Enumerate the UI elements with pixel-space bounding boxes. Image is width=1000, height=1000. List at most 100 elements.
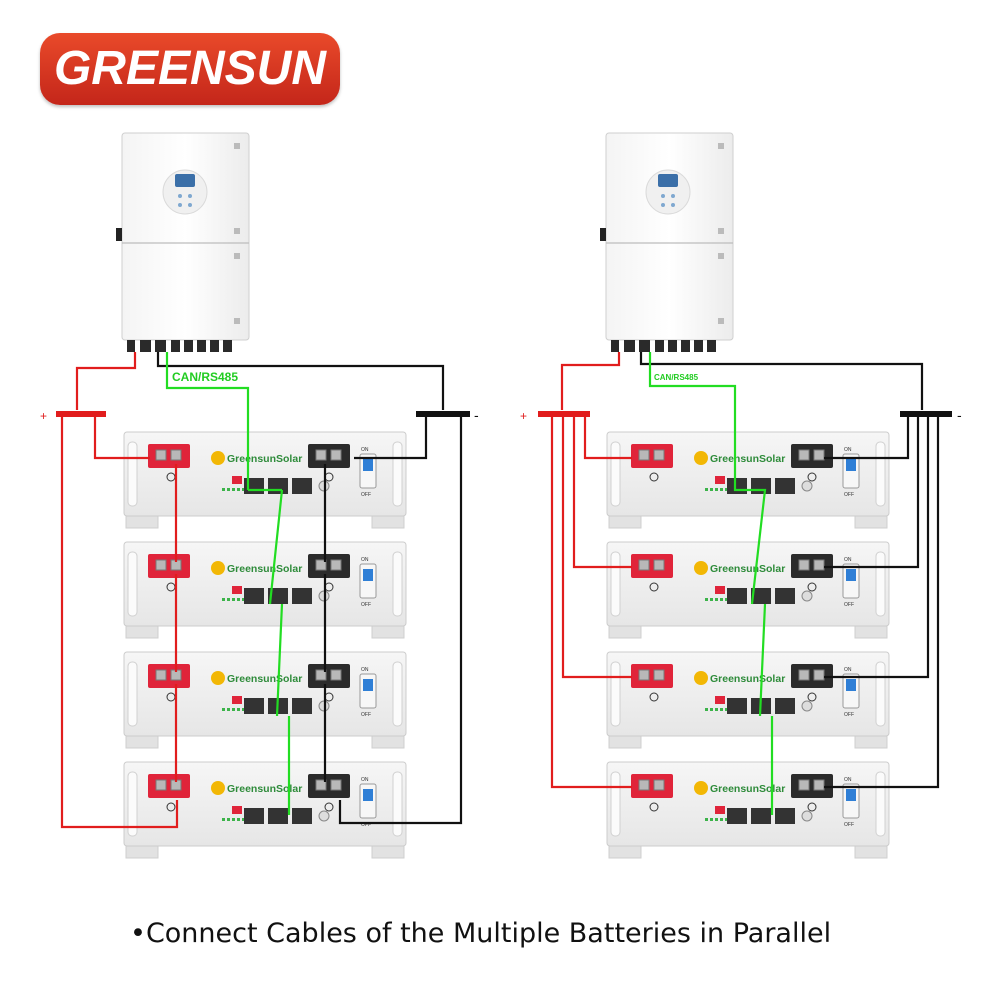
left-port bbox=[268, 808, 288, 824]
left-inverter bbox=[116, 132, 250, 352]
caption: •Connect Cables of the Multiple Batterie… bbox=[130, 918, 930, 949]
right-port bbox=[727, 478, 747, 494]
right-breaker-switch: ON OFF bbox=[842, 557, 860, 608]
right-negative-terminal bbox=[791, 444, 833, 482]
left-module-brand: GreensunSolar bbox=[227, 563, 302, 575]
left-comm-label: CAN/RS485 bbox=[172, 370, 238, 384]
right-module-brand: GreensunSolar bbox=[710, 563, 785, 575]
left-breaker-off-label: OFF bbox=[361, 602, 371, 608]
right-port bbox=[775, 698, 795, 714]
right-battery-stack: GreensunSolarONOFFGreensunSolarONOFFGree… bbox=[606, 431, 890, 859]
right-negative-terminal bbox=[791, 664, 833, 702]
left-breaker-off-label: OFF bbox=[361, 822, 371, 828]
right-inverter-glands bbox=[611, 340, 716, 352]
left-sun-logo-icon bbox=[211, 561, 225, 575]
left-negative-label: - bbox=[474, 407, 479, 423]
right-module-brand: GreensunSolar bbox=[710, 453, 785, 465]
right-negative-terminal bbox=[791, 554, 833, 592]
left-port bbox=[292, 478, 312, 494]
left-inverter-glands bbox=[127, 340, 232, 352]
left-positive-terminal bbox=[148, 664, 190, 702]
right-breaker-on-label: ON bbox=[844, 777, 852, 783]
left-breaker-on-label: ON bbox=[361, 667, 369, 673]
right-battery-module: GreensunSolar ON OFF bbox=[606, 651, 890, 749]
left-positive-label: + bbox=[40, 409, 47, 423]
right-port bbox=[727, 698, 747, 714]
left-breaker-on-label: ON bbox=[361, 557, 369, 563]
greensun-logo: GREENSUN bbox=[40, 33, 340, 105]
right-battery-module: GreensunSolar ON OFF bbox=[606, 541, 890, 639]
left-positive-terminal bbox=[148, 444, 190, 482]
left-breaker-on-label: ON bbox=[361, 447, 369, 453]
left-port bbox=[244, 588, 264, 604]
left-sun-logo-icon bbox=[211, 781, 225, 795]
left-breaker-off-label: OFF bbox=[361, 492, 371, 498]
left-port bbox=[244, 808, 264, 824]
right-port bbox=[775, 478, 795, 494]
right-port bbox=[775, 808, 795, 824]
left-breaker-off-label: OFF bbox=[361, 712, 371, 718]
caption-bullet: • bbox=[130, 918, 146, 949]
right-cables bbox=[538, 352, 952, 815]
left-port bbox=[292, 808, 312, 824]
left-port bbox=[244, 698, 264, 714]
left-breaker-on-label: ON bbox=[361, 777, 369, 783]
right-sun-logo-icon bbox=[694, 451, 708, 465]
right-breaker-on-label: ON bbox=[844, 447, 852, 453]
right-module-brand: GreensunSolar bbox=[710, 673, 785, 685]
right-port bbox=[751, 588, 771, 604]
caption-text: Connect Cables of the Multiple Batteries… bbox=[145, 918, 832, 949]
right-breaker-off-label: OFF bbox=[844, 492, 854, 498]
left-module-brand: GreensunSolar bbox=[227, 453, 302, 465]
left-negative-terminal bbox=[308, 444, 350, 482]
right-positive-terminal bbox=[631, 664, 673, 702]
left-port bbox=[292, 588, 312, 604]
right-sun-logo-icon bbox=[694, 561, 708, 575]
left-battery-stack: GreensunSolarONOFFGreensunSolarONOFFGree… bbox=[123, 431, 407, 859]
left-port bbox=[292, 698, 312, 714]
right-sun-logo-icon bbox=[694, 671, 708, 685]
left-negative-terminal bbox=[308, 774, 350, 812]
right-breaker-switch: ON OFF bbox=[842, 447, 860, 498]
left-sun-logo-icon bbox=[211, 451, 225, 465]
right-inverter bbox=[600, 132, 734, 352]
right-system: GreensunSolarONOFFGreensunSolarONOFFGree… bbox=[520, 132, 962, 859]
left-cables bbox=[56, 352, 470, 829]
left-battery-module: GreensunSolar ON OFF bbox=[123, 761, 407, 859]
right-port bbox=[727, 808, 747, 824]
left-battery-module: GreensunSolar ON OFF bbox=[123, 431, 407, 529]
right-port bbox=[775, 588, 795, 604]
right-positive-terminal bbox=[631, 554, 673, 592]
right-comm-label: CAN/RS485 bbox=[654, 373, 699, 382]
right-positive-terminal bbox=[631, 444, 673, 482]
left-sun-logo-icon bbox=[211, 671, 225, 685]
right-breaker-off-label: OFF bbox=[844, 712, 854, 718]
left-breaker-switch: ON OFF bbox=[359, 447, 377, 498]
left-breaker-switch: ON OFF bbox=[359, 777, 377, 828]
left-system: GreensunSolarONOFFGreensunSolarONOFFGree… bbox=[40, 132, 479, 859]
left-negative-terminal bbox=[308, 554, 350, 592]
right-breaker-on-label: ON bbox=[844, 557, 852, 563]
right-breaker-switch: ON OFF bbox=[842, 667, 860, 718]
left-module-brand: GreensunSolar bbox=[227, 783, 302, 795]
right-negative-label: - bbox=[957, 407, 962, 423]
right-breaker-off-label: OFF bbox=[844, 602, 854, 608]
logo-text: GREENSUN bbox=[53, 42, 327, 95]
right-port bbox=[751, 808, 771, 824]
right-port bbox=[727, 588, 747, 604]
right-battery-module: GreensunSolar ON OFF bbox=[606, 431, 890, 529]
left-negative-terminal bbox=[308, 664, 350, 702]
left-breaker-switch: ON OFF bbox=[359, 667, 377, 718]
left-port bbox=[268, 588, 288, 604]
left-battery-module: GreensunSolar ON OFF bbox=[123, 541, 407, 639]
right-port bbox=[751, 478, 771, 494]
right-breaker-on-label: ON bbox=[844, 667, 852, 673]
right-positive-terminal bbox=[631, 774, 673, 812]
left-positive-terminal bbox=[148, 554, 190, 592]
right-sun-logo-icon bbox=[694, 781, 708, 795]
